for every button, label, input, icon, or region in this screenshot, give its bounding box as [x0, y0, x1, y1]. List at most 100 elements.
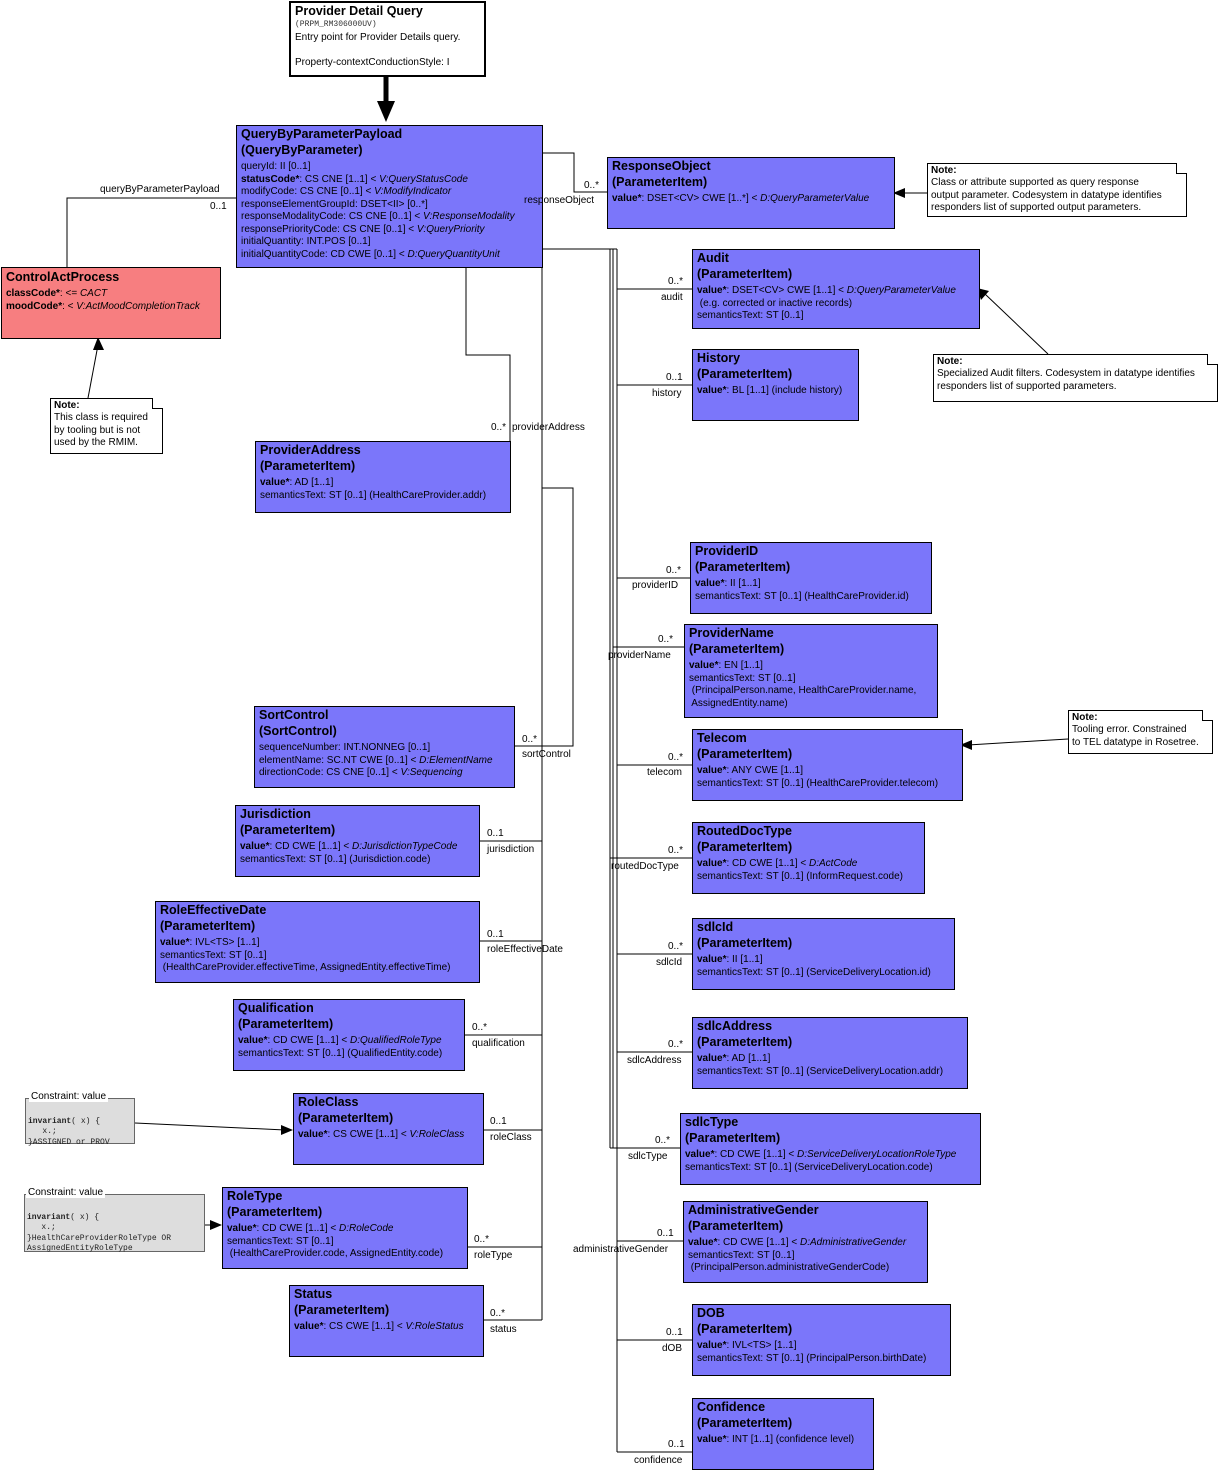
history-role-label: history [652, 388, 682, 399]
attr-value: value*: CD CWE [1..1] < D:JurisdictionTy… [240, 841, 458, 852]
routed-doc-type-class: RoutedDocType (ParameterItem) value*: CD… [692, 822, 925, 894]
attr-semantics-text: semanticsText: ST [0..1] (PrincipalPerso… [697, 1352, 927, 1364]
telecom-class: Telecom (ParameterItem) value*: ANY CWE … [692, 729, 963, 801]
telecom-note: Note: Tooling error. Constrained to TEL … [1068, 710, 1213, 754]
audit-class: Audit (ParameterItem) value*: DSET<CV> C… [692, 249, 980, 329]
attr-status-code: statusCode*: CS CNE [1..1] < V:QueryStat… [241, 173, 468, 185]
attr-response-priority-code: responsePriorityCode: CS CNE [0..1] < V:… [241, 223, 485, 235]
sdlc-type-multiplicity: 0..* [655, 1135, 671, 1146]
role-effective-date-class: RoleEffectiveDate (ParameterItem) value*… [155, 901, 480, 983]
note-fold-icon [152, 398, 163, 409]
provider-address-multiplicity: 0..* [491, 422, 507, 433]
class-title: ProviderName [689, 626, 774, 640]
query-style: Property-contextConductionStyle: I [295, 56, 450, 68]
attr-semantics-text: semanticsText: ST [0..1] [689, 672, 796, 684]
attr-class-code: classCode*: <= CACT [6, 288, 108, 299]
history-multiplicity: 0..1 [666, 372, 683, 383]
administrative-gender-role-label: administrativeGender [573, 1244, 669, 1255]
sdlc-id-role-label: sdlcId [656, 957, 683, 968]
attr-semantics-text: semanticsText: ST [0..1] (InformRequest.… [697, 870, 904, 882]
attr-query-id: queryId: II [0..1] [241, 161, 311, 172]
attr-value: value*: CD CWE [1..1] < D:ActCode [697, 858, 858, 869]
class-subtitle: (ParameterItem) [695, 560, 791, 574]
query-by-parameter-payload-class: QueryByParameterPayload (QueryByParamete… [236, 125, 543, 268]
jurisdiction-multiplicity: 0..1 [487, 828, 504, 839]
attr-value: value*: CD CWE [1..1] < D:QualifiedRoleT… [238, 1035, 442, 1046]
status-class: Status (ParameterItem) value*: CS CWE [1… [289, 1285, 484, 1357]
attr-value: value*: EN [1..1] [689, 660, 763, 671]
attr-value: value*: CS CWE [1..1] < V:RoleStatus [294, 1321, 464, 1332]
dob-multiplicity: 0..1 [666, 1327, 683, 1338]
attr-semantics-text: semanticsText: ST [0..1] (ServiceDeliver… [685, 1161, 933, 1173]
audit-note: Note: Specialized Audit filters. Codesys… [933, 354, 1218, 402]
attr-value: value*: AD [1..1] [260, 477, 334, 488]
query-desc: Entry point for Provider Details query. [295, 31, 461, 43]
sdlc-address-class: sdlcAddress (ParameterItem) value*: AD [… [692, 1017, 968, 1089]
sdlc-type-role-label: sdlcType [628, 1151, 668, 1162]
class-title: RoleType [227, 1189, 283, 1203]
attr-direction-code: directionCode: CS CNE [0..1] < V:Sequenc… [259, 767, 463, 778]
attr-semantics-text: semanticsText: ST [0..1] [227, 1235, 334, 1247]
class-title: Qualification [238, 1001, 314, 1015]
role-class-constraint-title: Constraint: value [29, 1091, 109, 1102]
class-title: AdministrativeGender [688, 1203, 819, 1217]
class-title: RoleEffectiveDate [160, 903, 267, 917]
response-object-class: ResponseObject (ParameterItem) value*: D… [607, 157, 895, 229]
role-class-constraint: invariant( x) { x.;}ASSIGNED or PROV [25, 1098, 135, 1147]
class-title: Audit [697, 251, 729, 265]
dob-class: DOB (ParameterItem) value*: IVL<TS> [1..… [692, 1304, 951, 1376]
attr-value: value*: CD CWE [1..1] < D:RoleCode [227, 1223, 394, 1234]
attr-value: value*: CD CWE [1..1] < D:ServiceDeliver… [685, 1149, 957, 1160]
provider-detail-query-box: Provider Detail Query (PRPM_RM306000UV) … [289, 1, 486, 77]
attr-semantics-mapping: (HealthCareProvider.effectiveTime, Assig… [160, 962, 451, 973]
provider-id-class: ProviderID (ParameterItem) value*: II [1… [690, 542, 932, 614]
attr-value: value*: CD CWE [1..1] < D:Administrative… [688, 1237, 907, 1248]
attr-element-name: elementName: SC.NT CWE [0..1] < D:Elemen… [259, 754, 493, 766]
confidence-class: Confidence (ParameterItem) value*: INT [… [692, 1398, 874, 1470]
attr-semantics-text: semanticsText: ST [0..1] (HealthCareProv… [260, 489, 487, 501]
telecom-multiplicity: 0..* [668, 752, 684, 763]
attr-response-element-group-id: responseElementGroupId: DSET<II> [0..*] [241, 198, 428, 210]
confidence-role-label: confidence [634, 1455, 683, 1466]
class-subtitle: (ParameterItem) [697, 936, 793, 950]
class-title: Status [294, 1287, 333, 1301]
attr-response-modality-code: responseModalityCode: CS CNE [0..1] < V:… [241, 211, 515, 222]
class-title: sdlcAddress [697, 1019, 773, 1033]
class-subtitle: (ParameterItem) [612, 175, 708, 189]
qualification-class: Qualification (ParameterItem) value*: CD… [233, 999, 465, 1071]
class-title: ControlActProcess [6, 270, 120, 284]
attr-semantics-text: semanticsText: ST [0..1] [697, 310, 804, 321]
response-multiplicity: 0..* [584, 180, 600, 191]
class-subtitle: (ParameterItem) [160, 919, 256, 933]
sdlc-address-multiplicity: 0..* [668, 1039, 684, 1050]
class-title: History [697, 351, 741, 365]
attr-semantics-text: semanticsText: ST [0..1] [688, 1249, 795, 1261]
class-subtitle: (ParameterItem) [697, 1322, 793, 1336]
dob-role-label: dOB [662, 1343, 683, 1354]
audit-multiplicity: 0..* [668, 276, 684, 287]
class-subtitle: (ParameterItem) [240, 823, 336, 837]
status-multiplicity: 0..* [490, 1308, 506, 1319]
class-subtitle: (ParameterItem) [697, 1416, 793, 1430]
class-subtitle: (ParameterItem) [697, 267, 793, 281]
class-title: DOB [697, 1306, 725, 1320]
provider-id-multiplicity: 0..* [666, 565, 682, 576]
class-subtitle: (ParameterItem) [697, 367, 793, 381]
attr-semantics-mapping: (PrincipalPerson.name, HealthCareProvide… [689, 685, 917, 696]
class-subtitle: (SortControl) [259, 724, 337, 738]
attr-value: value*: ANY CWE [1..1] [697, 765, 803, 776]
control-act-note: Note: This class is required by tooling … [50, 398, 163, 454]
history-class: History (ParameterItem) value*: BL [1..1… [692, 349, 859, 421]
sdlc-type-class: sdlcType (ParameterItem) value*: CD CWE … [680, 1113, 981, 1185]
provider-name-class: ProviderName (ParameterItem) value*: EN … [684, 624, 938, 718]
attr-value-note: (e.g. corrected or inactive records) [697, 297, 853, 309]
class-subtitle: (ParameterItem) [697, 747, 793, 761]
class-title: ProviderID [695, 544, 759, 558]
attr-value: value*: INT [1..1] (confidence level) [697, 1434, 855, 1445]
class-subtitle: (ParameterItem) [294, 1303, 390, 1317]
qualification-multiplicity: 0..* [472, 1022, 488, 1033]
sdlc-id-multiplicity: 0..* [668, 941, 684, 952]
attr-value: value*: II [1..1] [695, 578, 761, 589]
role-type-role-label: roleType [474, 1250, 513, 1261]
